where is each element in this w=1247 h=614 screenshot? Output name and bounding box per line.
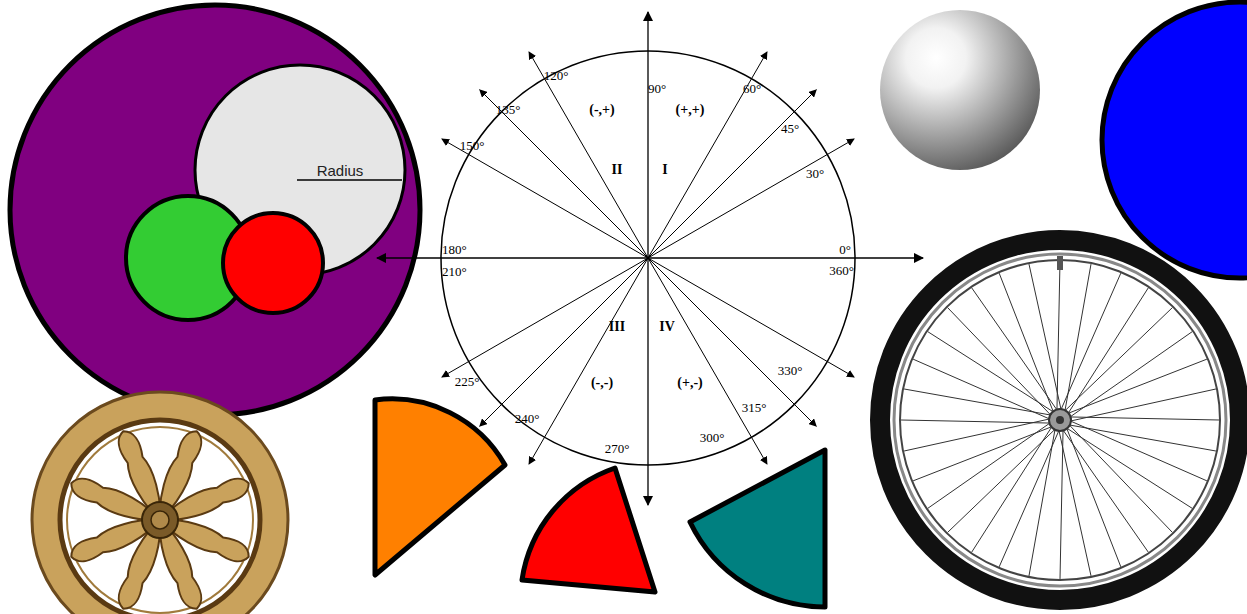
angle-label: 45°	[781, 122, 799, 135]
quadrant-label: (+,+)	[676, 103, 705, 117]
unit-circle	[377, 12, 923, 505]
radius-line	[297, 179, 402, 181]
angle-label: 90°	[648, 82, 666, 95]
teal-sector	[690, 450, 825, 607]
angle-label: 240°	[515, 412, 540, 425]
purple-circle	[10, 5, 420, 415]
angle-label: 300°	[700, 431, 725, 444]
angle-label: 330°	[778, 364, 803, 377]
angle-label: 360°	[829, 264, 854, 277]
angle-label: 0°	[839, 243, 851, 256]
angle-label: 270°	[605, 442, 630, 455]
unit-circle-node: 90° 60° 45° 30° 0° 360° 120° 135° 150° 180° 210° 22…	[441, 51, 855, 465]
quadrant-label: II	[612, 163, 623, 177]
quadrant-label: III	[609, 320, 625, 334]
quadrant-label: (-,+)	[589, 103, 614, 117]
radius-circle: Radius	[195, 65, 405, 275]
angle-label: 30°	[806, 167, 824, 180]
angle-label: 225°	[455, 375, 480, 388]
quadrant-label: IV	[659, 320, 675, 334]
bicycle-wheel	[880, 240, 1240, 600]
red-sector	[522, 468, 655, 592]
quadrant-label: I	[662, 163, 667, 177]
angle-label: 315°	[742, 401, 767, 414]
angle-label: 120°	[544, 69, 569, 82]
angle-label: 210°	[442, 265, 467, 278]
red-circle	[223, 213, 323, 313]
quadrant-label: (+,-)	[677, 376, 702, 390]
wooden-wheel	[32, 392, 288, 614]
orange-sector	[375, 399, 505, 575]
angle-label: 135°	[496, 103, 521, 116]
angle-label: 150°	[460, 139, 485, 152]
angle-label: 180°	[442, 243, 467, 256]
angle-label: 60°	[743, 82, 761, 95]
sphere	[880, 10, 1040, 170]
radius-label: Radius	[317, 163, 364, 178]
blue-circle	[1102, 2, 1247, 278]
quadrant-label: (-,-)	[591, 376, 613, 390]
